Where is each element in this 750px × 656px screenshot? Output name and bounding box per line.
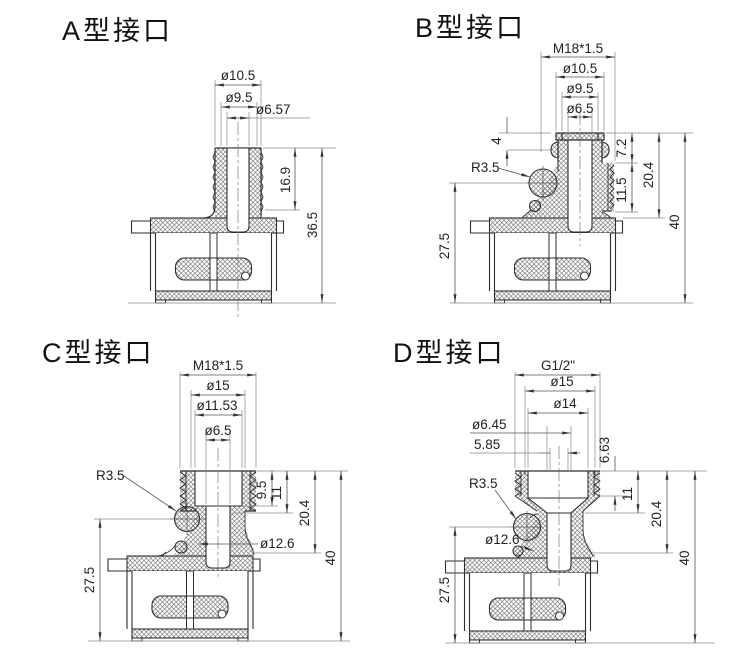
dim-depth-thread: 6.63 bbox=[597, 437, 612, 463]
panel-b-dimensions: M18*1.5 ø10.5 ø9.5 ø6.5 4 R3.5 27.5 7.2 … bbox=[437, 41, 693, 304]
dim-dia-outer: ø10.5 bbox=[221, 68, 256, 83]
dim-body-height: 27.5 bbox=[437, 233, 452, 259]
dim-dia-outer: ø10.5 bbox=[563, 61, 598, 76]
panel-a-drawing: A型接口 ø10.5 ø9.5 ø6.57 16.9 36.5 bbox=[62, 16, 336, 318]
dim-stub-height: 16.9 bbox=[278, 167, 293, 193]
dim-dia-outer: ø15 bbox=[550, 374, 573, 389]
panel-d-title: D型接口 bbox=[393, 338, 506, 368]
dim-dia-mid: ø9.5 bbox=[566, 81, 593, 96]
panel-a-title: A型接口 bbox=[62, 16, 173, 46]
dim-dia-outer: ø15 bbox=[206, 378, 229, 393]
dim-stub-height: 20.4 bbox=[649, 500, 664, 527]
dim-dia-bore: ø6.5 bbox=[566, 101, 593, 116]
dim-dia-bore: ø6.45 bbox=[472, 417, 507, 432]
dim-dia-bore: ø6.57 bbox=[256, 102, 291, 117]
dim-body-height: 27.5 bbox=[437, 577, 452, 603]
dim-total-height: 40 bbox=[677, 550, 692, 565]
panel-c-dimensions: M18*1.5 ø15 ø11.53 ø6.5 R3.5 ø12.6 27.5 … bbox=[82, 358, 350, 642]
panel-c-drawing: C型接口 M18*1.5 ø15 ø11.53 ø6.5 R3.5 ø1 bbox=[42, 338, 350, 642]
panel-d-dimensions: G1/2" ø15 ø14 ø6.45 5.85 6.63 R3.5 ø12.6… bbox=[437, 358, 715, 644]
dim-depth-recess: 9.5 bbox=[254, 481, 269, 500]
dim-total-height: 40 bbox=[323, 550, 338, 565]
panel-a-dimensions: ø10.5 ø9.5 ø6.57 16.9 36.5 bbox=[128, 68, 336, 304]
threaded-stub bbox=[157, 470, 257, 569]
dim-dia-waist: ø12.6 bbox=[485, 532, 520, 547]
dim-dia-mid: ø9.5 bbox=[225, 90, 252, 105]
dim-barb: 4 bbox=[489, 137, 504, 145]
dim-dia-bore2: 5.85 bbox=[474, 437, 500, 452]
dim-depth-shoulder: 11 bbox=[269, 486, 284, 500]
dim-stub-height: 20.4 bbox=[297, 499, 312, 526]
dim-depth-top: 7.2 bbox=[614, 139, 629, 158]
dim-dia-waist: ø12.6 bbox=[260, 536, 295, 551]
threaded-stub bbox=[521, 132, 615, 233]
dim-radius: R3.5 bbox=[471, 160, 500, 175]
valve-body bbox=[107, 555, 261, 642]
dim-stub-height: 20.4 bbox=[641, 161, 656, 188]
valve-body bbox=[130, 217, 285, 304]
dim-thread: G1/2" bbox=[541, 358, 575, 373]
dim-dia-recess: ø11.53 bbox=[196, 398, 237, 413]
dim-thread: M18*1.5 bbox=[553, 41, 603, 56]
dim-depth-thread: 11.5 bbox=[614, 177, 629, 202]
panel-b-title: B型接口 bbox=[415, 13, 526, 43]
dim-radius: R3.5 bbox=[96, 468, 125, 483]
valve-body bbox=[444, 557, 599, 644]
dim-body-height: 27.5 bbox=[82, 567, 97, 593]
dim-total-height: 36.5 bbox=[305, 212, 320, 238]
panel-d-drawing: D型接口 G1/2" ø15 ø14 ø6.45 bbox=[393, 338, 715, 644]
dim-dia-recess: ø14 bbox=[553, 396, 577, 411]
panel-b-drawing: B型接口 M18*1.5 ø10.5 ø9.5 ø6.5 4 R3.5 bbox=[415, 13, 693, 304]
threaded-stub bbox=[511, 470, 601, 572]
dim-thread: M18*1.5 bbox=[193, 358, 243, 373]
dim-dia-bore: ø6.5 bbox=[204, 423, 231, 438]
panel-c-title: C型接口 bbox=[42, 338, 155, 368]
dim-total-height: 40 bbox=[667, 214, 682, 229]
valve-body bbox=[469, 217, 624, 304]
dim-depth-shoulder: 11 bbox=[620, 487, 635, 501]
dim-radius: R3.5 bbox=[469, 476, 498, 491]
